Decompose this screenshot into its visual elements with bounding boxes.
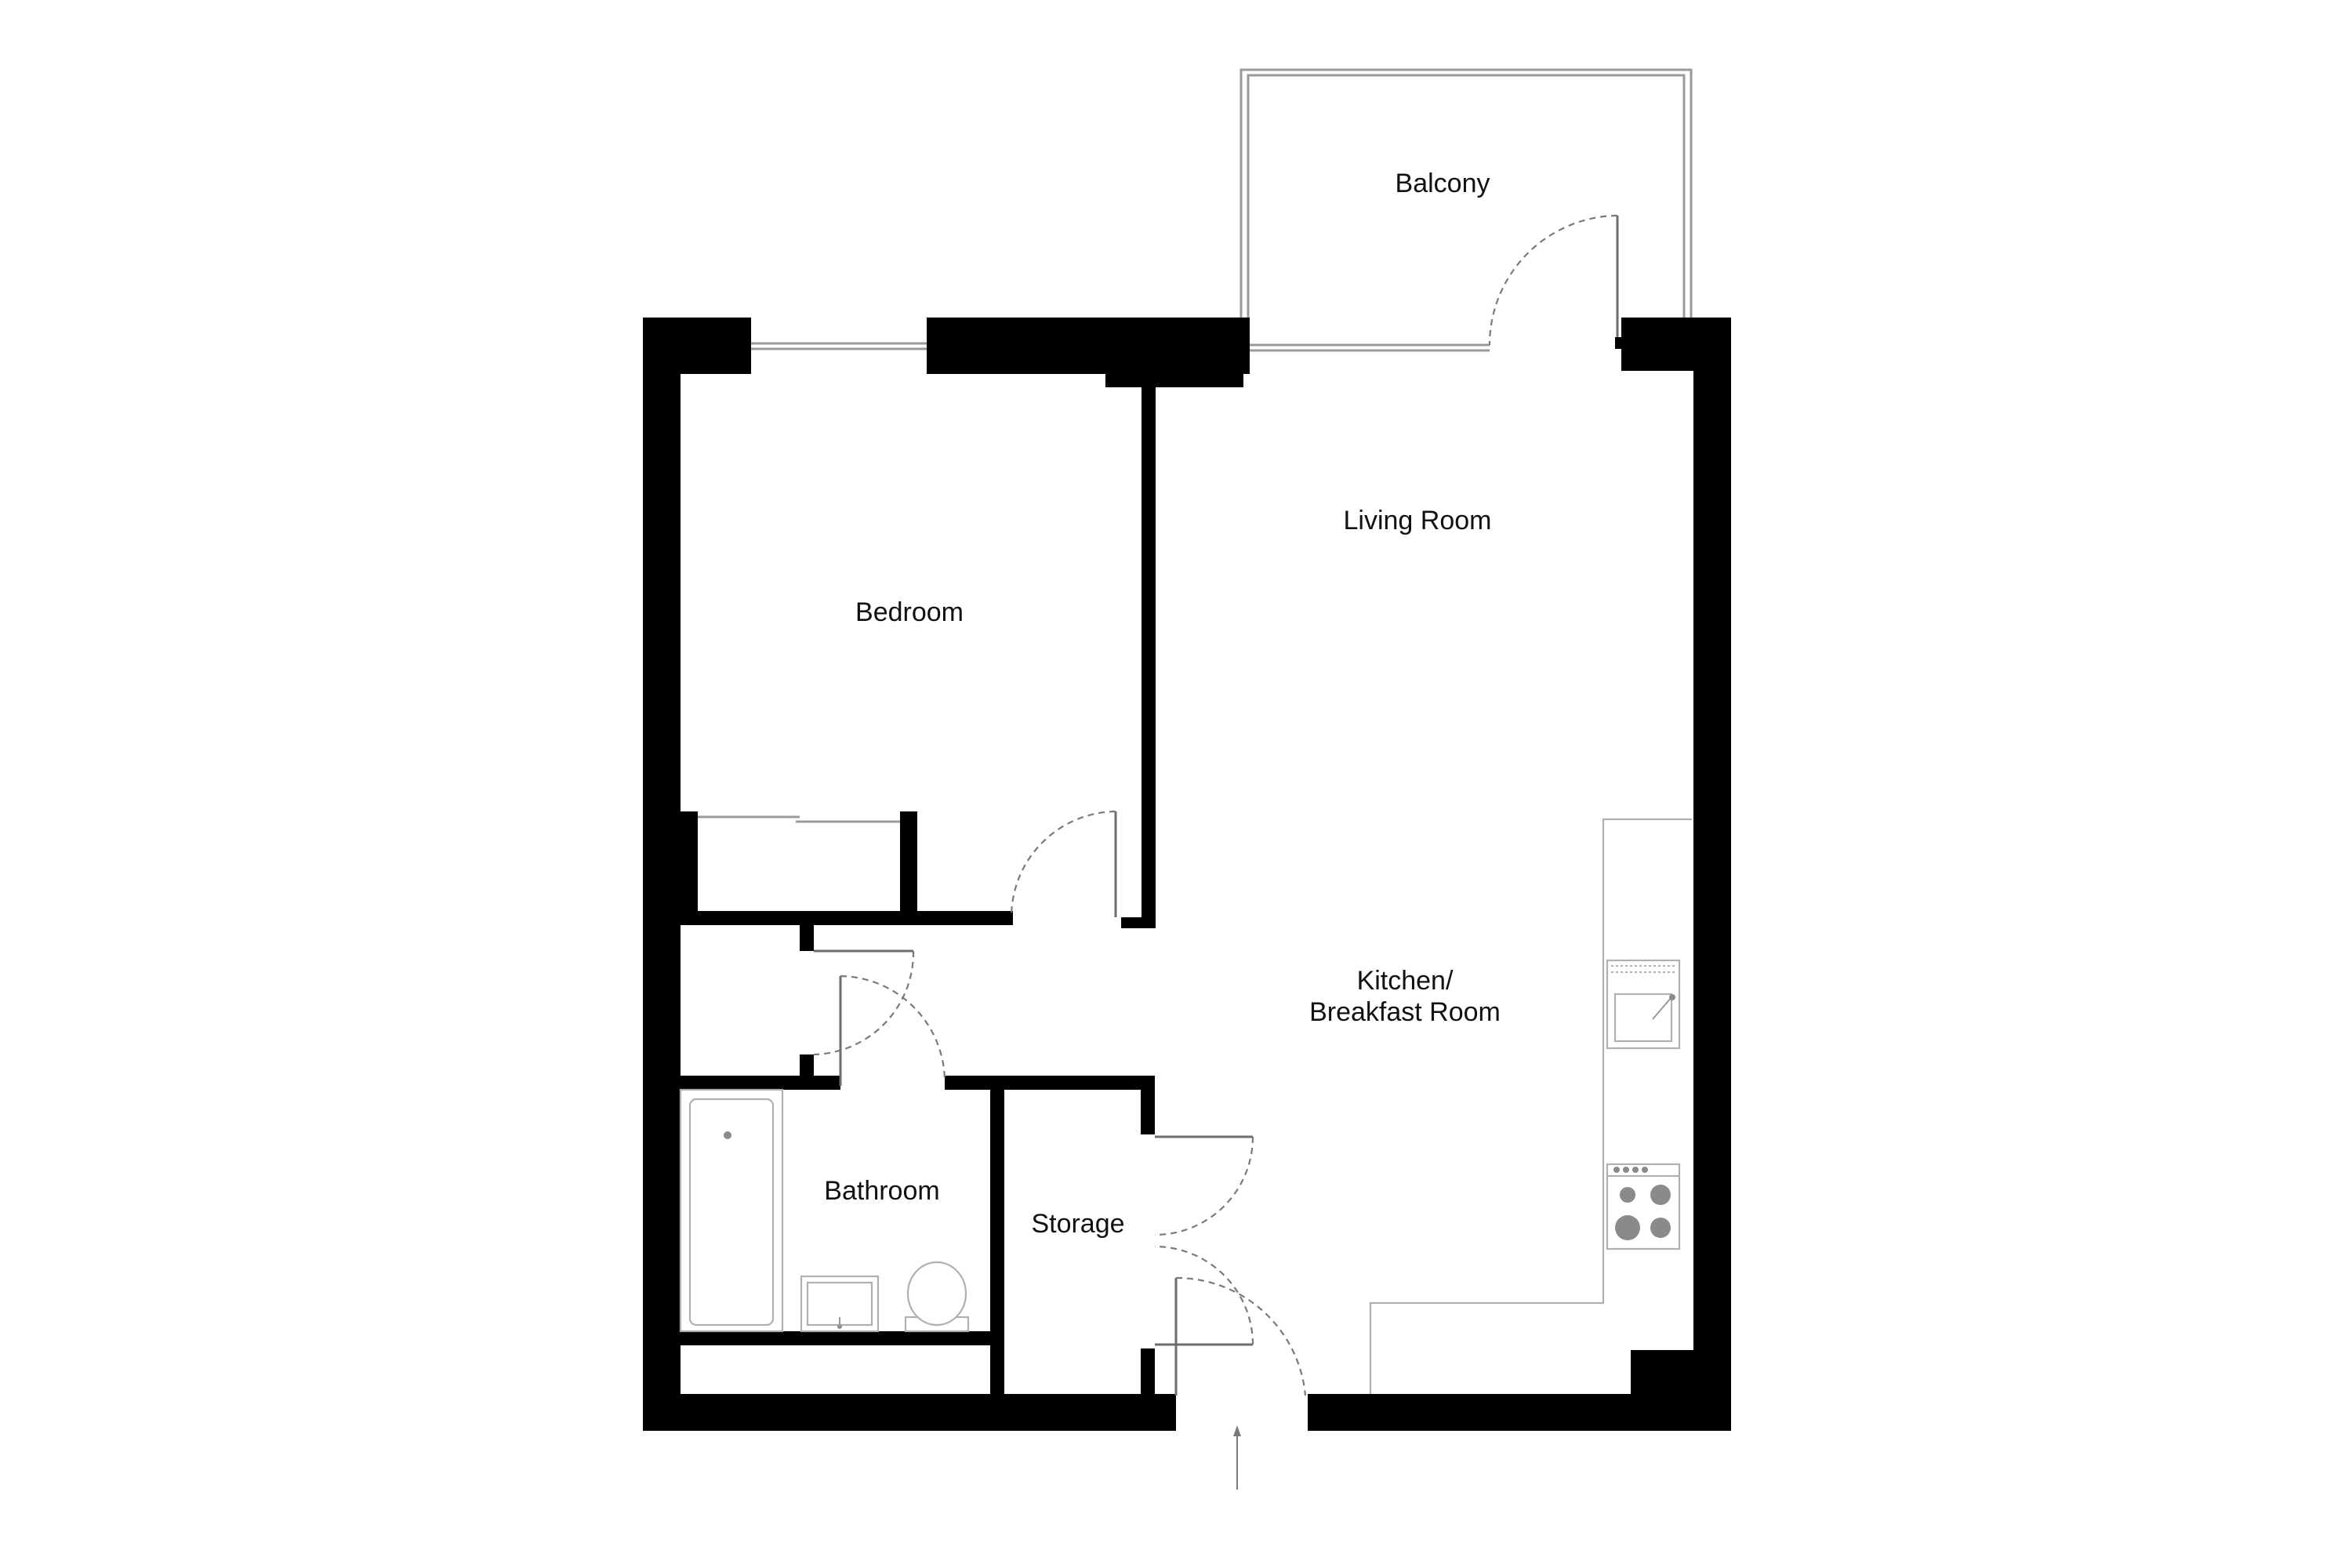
toilet-icon (904, 1261, 970, 1333)
kitchen-sink-icon (1606, 959, 1681, 1050)
bedroom-window (751, 342, 927, 350)
bathroom-label: Bathroom (824, 1176, 939, 1206)
storage-label: Storage (1031, 1209, 1124, 1239)
balcony-label: Balcony (1396, 169, 1490, 198)
storage-doors (1154, 1135, 1254, 1346)
kitchen-label-line1: Kitchen/ (1357, 966, 1454, 996)
exterior-walls (643, 318, 1731, 1431)
interior-walls (676, 384, 1156, 1405)
sink-icon (800, 1275, 880, 1333)
wardrobe-doors (698, 815, 900, 823)
balcony-door (1488, 214, 1619, 346)
living-room-label: Living Room (1344, 506, 1492, 535)
balcony-outline (1240, 68, 1693, 352)
bedroom-door (1010, 810, 1117, 918)
entrance-arrow-icon (1233, 1425, 1241, 1490)
hob-icon (1606, 1163, 1681, 1250)
hall-cupboard-door (813, 949, 915, 1056)
bathtub-icon (679, 1088, 784, 1333)
kitchen-label-line2: Breakfast Room (1309, 997, 1501, 1027)
bedroom-label: Bedroom (855, 597, 964, 627)
kitchen-counter (1369, 818, 1692, 1394)
bathroom-door (839, 975, 946, 1086)
entrance-door (1174, 1276, 1307, 1396)
